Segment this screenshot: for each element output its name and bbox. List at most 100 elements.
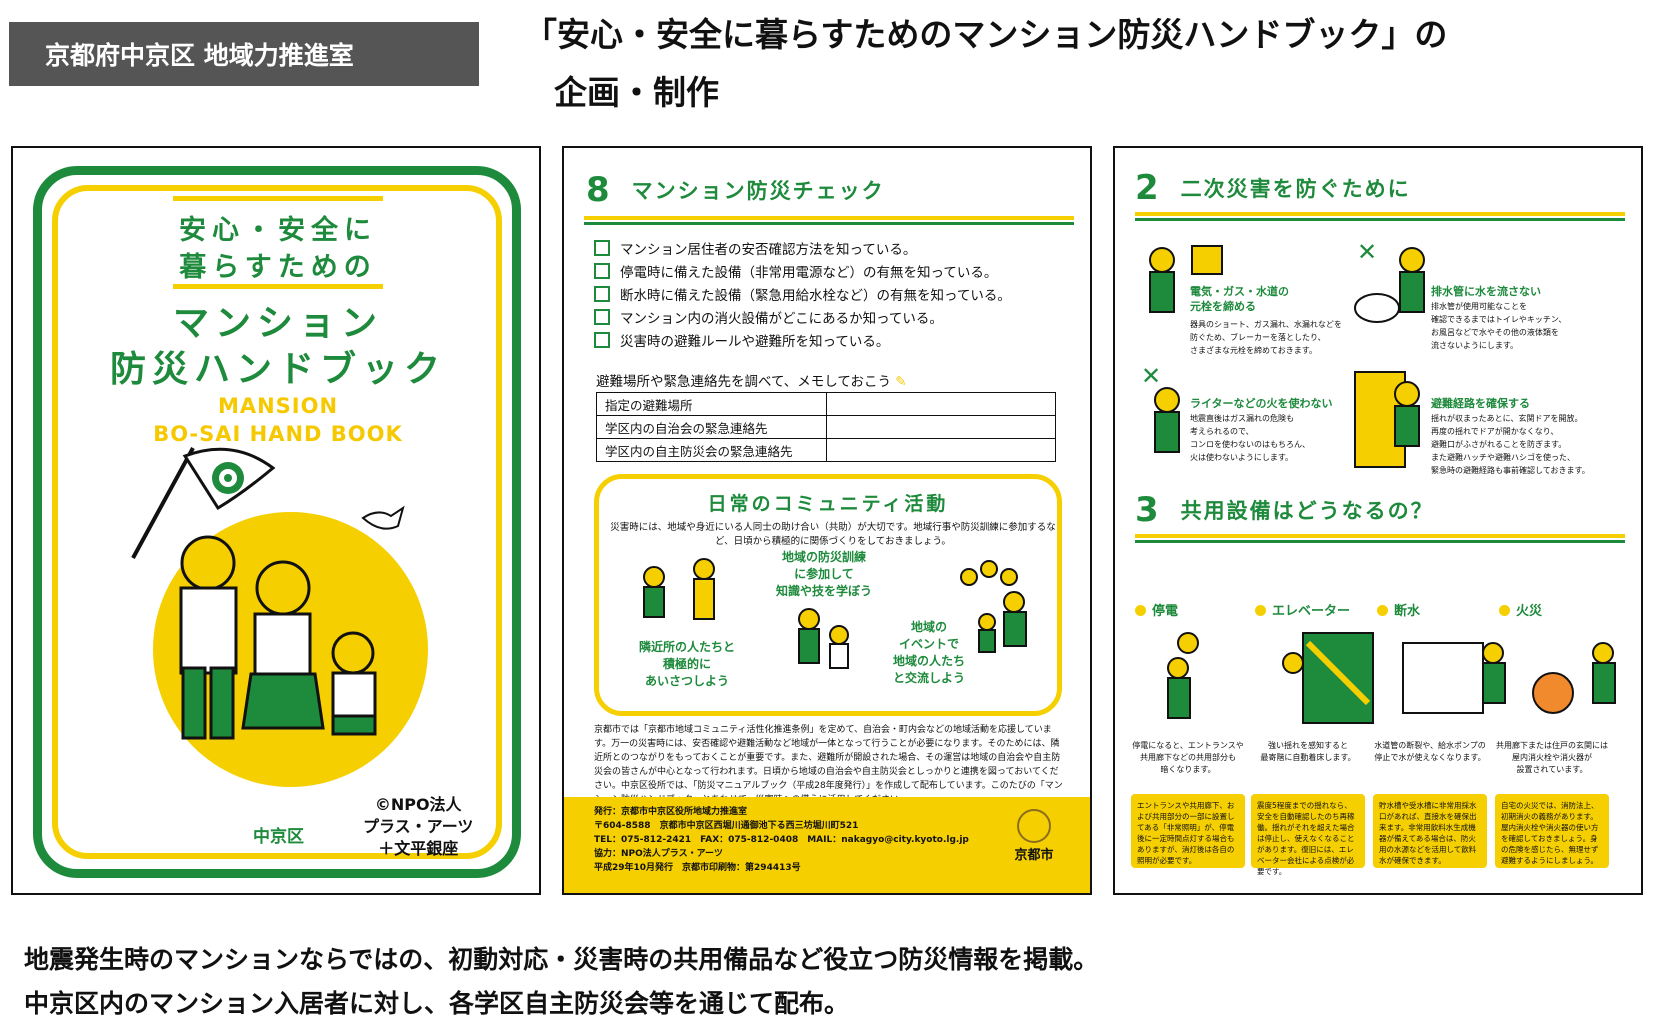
credit-line-3: ＋文平銀座 [378,839,459,858]
divider [173,196,383,201]
seal-icon [1017,809,1051,843]
utility-caption: 停電になると、エントランスや 共用廊下などの共用部分も 暗くなります。 [1132,741,1244,774]
title-line-1: 「安心・安全に暮らすためのマンション防災ハンドブック」の [524,15,1448,54]
community-box: 日常のコミュニティ活動 災害時には、地域や身近にいる人同士の助け合い（共助）が大… [594,474,1062,716]
body-paragraph: 京都市では「京都市地域コミュニティ活性化推進条例」を定めて、自治会・町内会などの… [594,725,1063,805]
section-8-heading: 8 マンション防災チェック [586,170,885,210]
toilet-figure: ✕ [1354,238,1425,323]
check-item: 停電時に備えた設備（非常用電源など）の有無を知っている。 [594,261,997,281]
check-text: 停電時に備えた設備（非常用電源など）の有無を知っている。 [620,265,998,281]
utility-note: 貯水槽や受水槽に非常用採水口があれば、直接水を確保出来ます。非常用飲料水生成機器… [1373,794,1487,868]
cover-frame [33,166,521,878]
ward-name: 中京区 [253,827,304,847]
utility-caption: 強い揺れを感知すると 最寄階に自動着床します。 [1260,741,1356,762]
section-title: マンション防災チェック [631,179,885,203]
check-item: マンション居住者の安否確認方法を知っている。 [594,238,916,258]
page-8-checklist: 8 マンション防災チェック マンション居住者の安否確認方法を知っている。 停電時… [562,146,1092,895]
svg-text:✕: ✕ [1141,364,1161,390]
item-title: 避難経路を確保する [1431,397,1530,410]
divider [584,222,1074,225]
item-desc: 揺れが収まったあとに、玄関ドアを開放。 再度の揺れでドアが開かなくなり、 避難口… [1431,414,1590,475]
item-desc: 排水管が使用可能なことを 確認できるまではトイレやキッチン、 お風呂などで水やそ… [1431,302,1567,350]
community-illustration [643,558,1027,669]
footer-line: 平成29年10月発行 京都市印刷物：第294413号 [594,863,801,873]
memo-row-label: 学区内の自治会の緊急連絡先 [596,415,827,439]
community-title: 日常のコミュニティ活動 [707,493,949,515]
utility-label-water: 断水 [1377,600,1420,619]
divider [1135,540,1625,543]
check-item: マンション内の消火設備がどこにあるか知っている。 [594,307,943,327]
pencil-icon: ✎ [895,374,907,390]
credit-line-2: プラス・アーツ [363,817,474,836]
door-figure [1354,371,1420,468]
footer-line: 〒604-8588 京都市中京区西堀川通御池下る西三坊堀川町521 [594,821,859,831]
table-row: 指定の避難場所 [596,392,1056,416]
caption-greeting: 隣近所の人たちと 積極的に あいさつしよう [638,640,735,688]
utility-label-blackout: 停電 [1135,600,1178,619]
memo-blank-cell [826,438,1056,462]
department-badge: 京都府中京区 地域力推進室 [9,22,479,86]
item-title: 電気・ガス・水道の 元栓を締める [1190,285,1289,313]
item-title: ライターなどの火を使わない [1190,397,1333,410]
checkbox [594,309,610,325]
table-row: 学区内の自治会の緊急連絡先 [596,415,1056,439]
credit-line-1: ©NPO法人 [374,795,462,814]
section-number: 2 [1135,168,1159,208]
check-text: マンション居住者の安否確認方法を知っている。 [620,242,917,258]
cover-line-3: マンション [172,303,383,344]
divider [584,216,1074,220]
check-text: 災害時の避難ルールや避難所を知っている。 [620,334,890,350]
svg-text:✕: ✕ [1357,238,1377,266]
page-title: 「安心・安全に暮らすためのマンション防災ハンドブック」の 企画・制作 [524,6,1654,122]
cover-en-1: MANSION [217,394,339,418]
utility-label-fire: 火災 [1499,600,1542,619]
section-2-heading: 2 二次災害を防ぐために [1135,168,1411,208]
description-line-1: 地震発生時のマンションならではの、初動対応・災害時の共用備品など役立つ防災情報を… [24,945,1099,974]
utility-label-elevator: エレベーター [1255,600,1350,619]
title-line-2: 企画・制作 [554,73,719,112]
check-item: 災害時の避難ルールや避難所を知っている。 [594,330,889,350]
item-title: 排水管に水を流さない [1431,285,1541,298]
cover-en-2: BO-SAI HAND BOOK [153,422,403,446]
description-line-2: 中京区内のマンション入居者に対し、各学区自主防災会等を通じて配布。 [24,989,850,1018]
checkbox [594,332,610,348]
checkbox [594,286,610,302]
page-2-3-secondary-disasters: 2 二次災害を防ぐために 電気・ガス・水道の 元栓を締める 器具のショート、ガス… [1113,146,1643,895]
footer-line: 発行：京都市中京区役所地域力推進室 [594,807,748,817]
footer-line: 協力：NPO法人プラス・アーツ [594,849,723,859]
footer-line: TEL：075-812-2421 FAX：075-812-0408 MAIL：n… [594,835,969,845]
memo-blank-cell [826,392,1056,416]
memo-row-label: 指定の避難場所 [596,392,827,416]
cover-line-1: 安心・安全に [179,215,377,246]
item-desc: 器具のショート、ガス漏れ、水漏れなどを 防ぐため、ブレーカーを落としたり、 さま… [1190,320,1342,355]
community-desc: 災害時には、地域や身近にいる人同士の助け合い（共助）が大切です。地域行事や防災訓… [610,522,1056,547]
publisher-footer: 発行：京都市中京区役所地域力推進室 〒604-8588 京都市中京区西堀川通御池… [564,797,1090,893]
divider [1135,218,1625,221]
divider [1135,534,1625,538]
utility-note: 自宅の火災では、消防法上、初期消火の義務があります。屋内消火栓や消火器の使い方を… [1495,794,1609,868]
check-text: 断水時に備えた設備（緊急用給水栓など）の有無を知っている。 [620,288,1011,304]
checkbox [594,240,610,256]
divider [173,284,383,289]
utility-note: 震度5程度までの揺れなら、安全を自動確認したのち再稼働。揺れがそれを超えた場合は… [1251,794,1365,876]
section-number: 3 [1135,490,1159,530]
section-title: 共用設備はどうなるの？ [1180,499,1434,523]
family-illustration [131,447,405,740]
check-text: マンション内の消火設備がどこにあるか知っている。 [620,311,943,327]
item-desc: 地震直後はガス漏れの危険も 考えられるので、 コンロを使わないのはもちろん、 火… [1190,414,1310,462]
utility-note: エントランスや共用廊下、および共用部分の一部に設置してある「非常照明」が、停電後… [1131,794,1245,868]
memo-label: 避難場所や緊急連絡先を調べて、メモしておこう ✎ [596,370,907,390]
memo-row-label: 学区内の自主防災会の緊急連絡先 [596,438,827,462]
divider [1135,212,1625,216]
memo-label-text: 避難場所や緊急連絡先を調べて、メモしておこう [596,374,891,390]
kyoto-city-seal: 京都市 [1008,809,1060,879]
section-3-heading: 3 共用設備はどうなるの？ [1135,490,1434,530]
handbook-cover: 安心・安全に 暮らすための マンション 防災ハンドブック MANSION BO-… [11,146,541,895]
memo-blank-cell [826,415,1056,439]
caption-training: 地域の防災訓練 に参加して 知識や技を学ぼう [775,550,872,598]
seal-text: 京都市 [1014,848,1054,863]
section-title: 二次災害を防ぐために [1180,177,1411,201]
lighter-figure: ✕ [1141,364,1180,453]
checkbox [594,263,610,279]
table-row: 学区内の自主防災会の緊急連絡先 [596,438,1056,462]
